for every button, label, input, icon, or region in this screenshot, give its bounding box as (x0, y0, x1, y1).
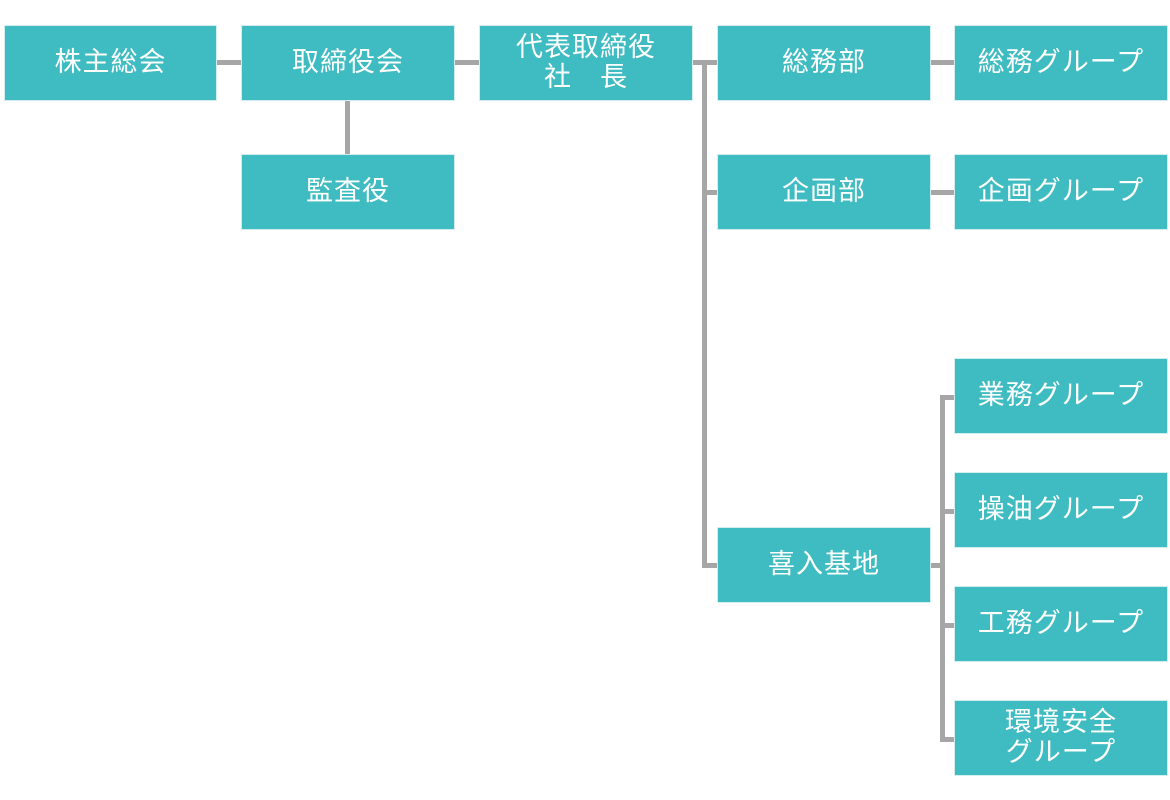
node-general-affairs-dept: 総務部 (717, 25, 931, 101)
node-label-line2: グループ (1005, 737, 1117, 768)
node-label: 操油グループ (977, 494, 1145, 525)
node-oil-handling-group: 操油グループ (954, 472, 1168, 548)
connector-trunk-kiire (702, 563, 718, 568)
node-engineering-group: 工務グループ (954, 586, 1168, 662)
node-label: 企画部 (782, 176, 866, 207)
node-planning-dept: 企画部 (717, 154, 931, 230)
connector-trunk-environment-safety-group (940, 737, 955, 742)
node-label: 企画グループ (977, 176, 1145, 207)
node-shareholders-meeting: 株主総会 (4, 25, 217, 101)
connector-board-auditor (345, 100, 350, 154)
connector-trunk-operations-group (940, 395, 955, 400)
node-president: 代表取締役 社 長 (479, 25, 693, 101)
node-planning-group: 企画グループ (954, 154, 1168, 230)
node-label: 監査役 (306, 176, 390, 207)
connector-planning-group (930, 190, 955, 195)
node-label: 総務グループ (977, 47, 1145, 78)
node-label: 株主総会 (54, 47, 167, 78)
connector-kiire-trunk (940, 395, 945, 741)
node-label: 喜入基地 (768, 549, 880, 580)
connector-president-stub (692, 60, 706, 65)
node-label: 業務グループ (977, 380, 1145, 411)
node-label-line1: 代表取締役 (516, 32, 656, 63)
node-operations-group: 業務グループ (954, 358, 1168, 434)
connector-trunk-engineering-group (940, 623, 955, 628)
connector-shareholders-board (216, 60, 242, 65)
connector-trunk-general-affairs (702, 60, 718, 65)
connector-board-president (454, 60, 480, 65)
node-label: 総務部 (782, 47, 866, 78)
node-environment-safety-group: 環境安全 グループ (954, 700, 1168, 776)
connector-trunk-planning (702, 190, 718, 195)
node-label: 取締役会 (292, 47, 404, 78)
node-kiire-base: 喜入基地 (717, 527, 931, 603)
connector-president-trunk (702, 60, 707, 568)
node-board-of-directors: 取締役会 (241, 25, 455, 101)
node-label-line1: 環境安全 (1005, 707, 1117, 738)
node-label-line2: 社 長 (544, 62, 628, 93)
node-general-affairs-group: 総務グループ (954, 25, 1168, 101)
connector-general-affairs-group (930, 60, 955, 65)
node-label: 工務グループ (977, 608, 1145, 639)
node-auditor: 監査役 (241, 154, 455, 230)
connector-kiire-stub (930, 563, 944, 568)
connector-trunk-oil-handling-group (940, 509, 955, 514)
